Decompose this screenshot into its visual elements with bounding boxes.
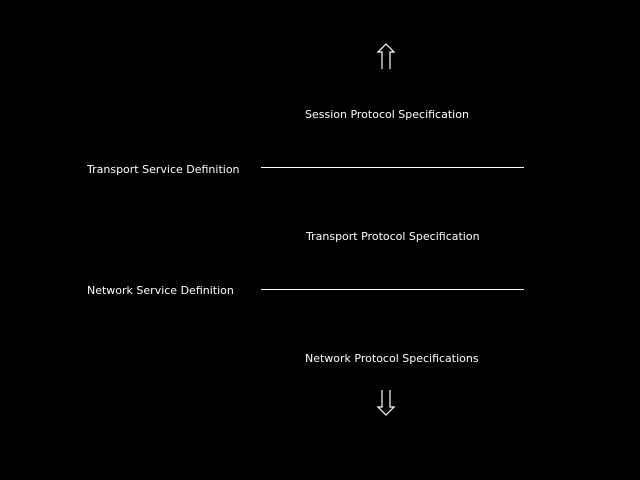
network-service-line	[261, 289, 524, 290]
network-service-label: Network Service Definition	[87, 284, 234, 297]
transport-service-label: Transport Service Definition	[87, 163, 240, 176]
session-protocol-label: Session Protocol Specification	[305, 108, 469, 121]
double-down-arrow-icon	[376, 389, 396, 417]
transport-service-line	[261, 167, 524, 168]
transport-protocol-label: Transport Protocol Specification	[306, 230, 480, 243]
network-protocol-label: Network Protocol Specifications	[305, 352, 479, 365]
double-up-arrow-icon	[376, 42, 396, 70]
